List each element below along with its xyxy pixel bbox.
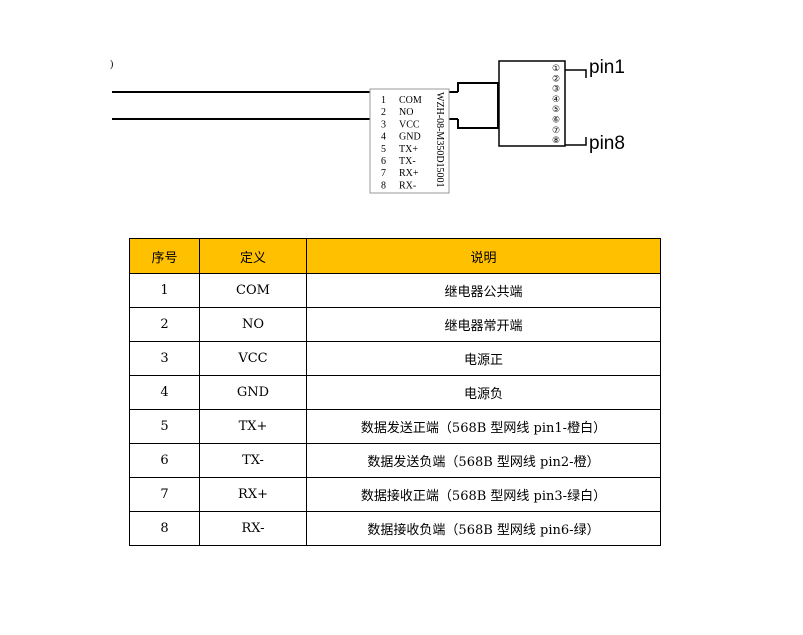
cell-description: 继电器公共端 xyxy=(306,273,661,308)
cell-description: 数据接收负端（568B 型网线 pin6-绿） xyxy=(306,511,661,546)
cable-tag-pin-number: 7 xyxy=(381,168,386,179)
connector-body xyxy=(498,60,566,147)
connector-pin-number: ② xyxy=(552,74,560,84)
connector-pin-number: ⑧ xyxy=(552,136,560,146)
header-definition: 定义 xyxy=(199,238,307,274)
connector-pin-number: ① xyxy=(552,64,560,74)
cell-index: 4 xyxy=(129,375,200,410)
cell-definition: VCC xyxy=(199,341,307,376)
cable-tag-pin-name: TX+ xyxy=(399,144,418,155)
wiring-diagram: ) 1 COM 2 NO 3 VCC 4 GND 5 TX+ 6 TX- 7 RX+ 8 RX- WZH-08… xyxy=(110,57,625,194)
cell-definition: GND xyxy=(199,375,307,410)
cable-tag-pin-name: RX+ xyxy=(399,168,419,179)
cable-tag-pin-name: NO xyxy=(399,107,413,118)
cable-tag-pin-number: 3 xyxy=(381,119,386,130)
cable-model-label: WZH-08-M350D15001 xyxy=(434,92,445,188)
cable-tag-pin-number: 1 xyxy=(381,95,386,106)
cell-description: 电源正 xyxy=(306,341,661,376)
cable-tag-pin-number: 5 xyxy=(381,144,386,155)
cell-index: 2 xyxy=(129,307,200,342)
connector-pin-number: ④ xyxy=(552,95,560,105)
cable-tag-pin-name: COM xyxy=(399,95,422,106)
pin1-label: pin1 xyxy=(589,57,625,78)
cell-description: 电源负 xyxy=(306,375,661,410)
cable-tag-pin-name: TX- xyxy=(399,156,416,167)
table-header-row: 序号 定义 说明 xyxy=(129,238,661,274)
cell-index: 1 xyxy=(129,273,200,308)
cell-index: 7 xyxy=(129,477,200,512)
cell-definition: TX+ xyxy=(199,409,307,444)
cell-index: 5 xyxy=(129,409,200,444)
header-description: 说明 xyxy=(306,238,661,274)
cable-tag-pin-name: GND xyxy=(399,132,421,143)
connector-pin-number: ⑦ xyxy=(552,126,560,136)
pin1-marker xyxy=(565,69,587,78)
cell-index: 8 xyxy=(129,511,200,546)
cable-tag-pins: 1 COM 2 NO 3 VCC 4 GND 5 TX+ 6 TX- 7 RX+ 8 RX- xyxy=(381,95,422,191)
cell-description: 数据发送正端（568B 型网线 pin1-橙白） xyxy=(306,409,661,444)
cable-tag-pin-number: 6 xyxy=(381,156,386,167)
cell-definition: COM xyxy=(199,273,307,308)
pin8-label: pin8 xyxy=(589,133,625,154)
cell-description: 继电器常开端 xyxy=(306,307,661,342)
cable-tag-box xyxy=(369,88,450,194)
cell-index: 6 xyxy=(129,443,200,478)
pin8-marker xyxy=(565,137,587,146)
cell-description: 数据接收正端（568B 型网线 pin3-绿白） xyxy=(306,477,661,512)
cell-definition: RX- xyxy=(199,511,307,546)
cell-description: 数据发送负端（568B 型网线 pin2-橙） xyxy=(306,443,661,478)
plug-outline xyxy=(457,82,499,129)
left-mark: ) xyxy=(110,59,113,70)
header-index: 序号 xyxy=(129,238,200,274)
cable-tag-pin-name: RX- xyxy=(399,180,416,191)
cable-tag-pin-number: 2 xyxy=(381,107,386,118)
connector-pin-number: ③ xyxy=(552,85,560,95)
cell-definition: RX+ xyxy=(199,477,307,512)
cable-tag-pin-number: 8 xyxy=(381,180,386,191)
cell-index: 3 xyxy=(129,341,200,376)
cable-tag-pin-name: VCC xyxy=(399,119,420,130)
cable-tag-pin-number: 4 xyxy=(381,132,386,143)
connector-pin-number: ⑤ xyxy=(552,105,560,115)
cell-definition: TX- xyxy=(199,443,307,478)
cell-definition: NO xyxy=(199,307,307,342)
connector-pin-number: ⑥ xyxy=(552,116,560,126)
